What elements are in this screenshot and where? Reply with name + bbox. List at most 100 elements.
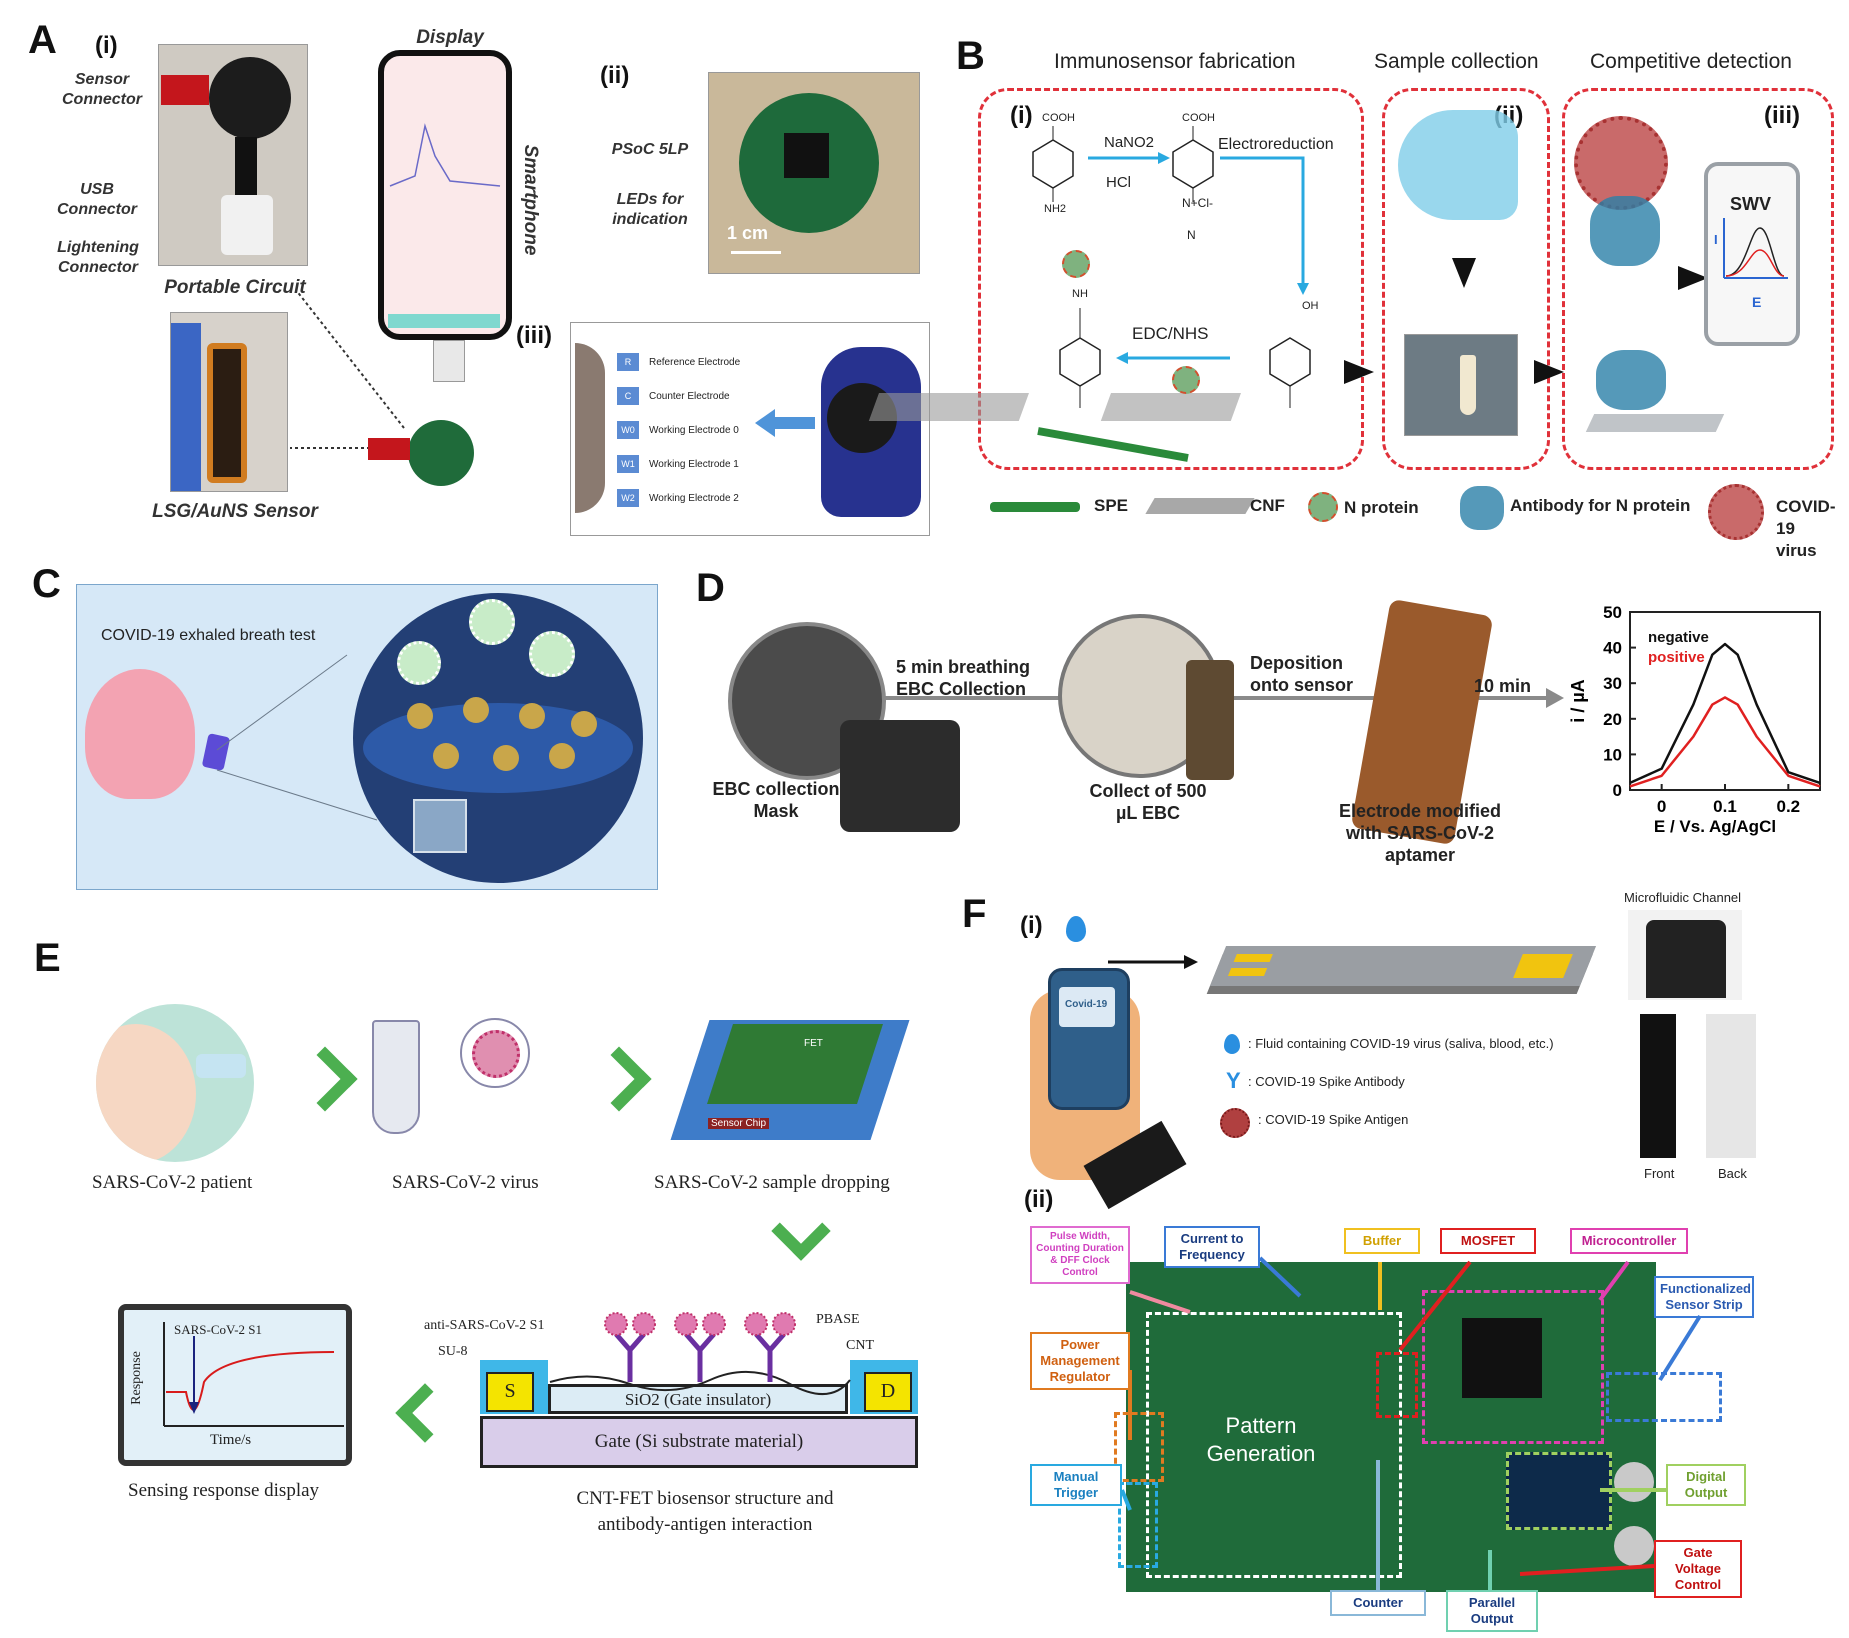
strip-pad-2 <box>1227 968 1268 976</box>
electrode-fan <box>575 343 605 513</box>
device-label: Covid-19 <box>1065 999 1108 1010</box>
sensor-strip <box>207 343 247 483</box>
legend-virus-icon <box>1708 484 1764 540</box>
drain-label: D <box>880 1380 896 1402</box>
label-dropping: SARS-CoV-2 sample dropping <box>654 1172 890 1193</box>
label-structure: CNT-FET biosensor structure and antibody… <box>576 1488 834 1535</box>
panel-a-sub-iii: (iii) <box>516 322 552 349</box>
response-curve <box>163 1322 344 1427</box>
panel-c-box: COVID-19 exhaled breath test <box>76 584 658 890</box>
label-virus: SARS-CoV-2 virus <box>392 1172 539 1193</box>
pattern-label: Pattern Generation <box>1206 1413 1316 1466</box>
legend-antibody-icon <box>1460 486 1504 530</box>
legend-cnf: CNF <box>1250 496 1285 515</box>
tag-functional: Functionalized Sensor Strip <box>1654 1276 1754 1318</box>
panel-b-sub-iii: (iii) <box>1764 102 1800 129</box>
head-icon <box>85 669 195 799</box>
panel-b-letter: B <box>956 34 985 78</box>
phone-display-curve <box>389 123 501 187</box>
microcontroller-region <box>1422 1290 1604 1444</box>
power-region <box>1114 1412 1164 1482</box>
y-tick-label: 40 <box>1603 639 1622 658</box>
gate-label: Gate (Si substrate material) <box>594 1431 804 1452</box>
label-display: Sensing response display <box>128 1480 320 1501</box>
bnc-connector-1 <box>1614 1462 1654 1502</box>
x-tick-label: 0 <box>1657 797 1666 816</box>
y-tick-label: 0 <box>1613 781 1622 800</box>
label-display: Display <box>416 27 484 48</box>
microfluidic-title: Microfluidic Channel <box>1624 890 1742 905</box>
box-detection <box>1562 88 1834 470</box>
swv-label: SWV <box>1730 194 1772 214</box>
phone-bottom-bar <box>388 314 500 328</box>
white-adapter <box>221 195 273 255</box>
chem-hcl: HCl <box>1106 174 1131 191</box>
label-front: Front <box>1644 1166 1675 1181</box>
arrow-black-3 <box>1678 266 1708 290</box>
breath-test-title: COVID-19 exhaled breath test <box>101 627 316 644</box>
psoc-board-photo: 1 cm <box>708 72 920 274</box>
source-pad: S <box>486 1372 534 1412</box>
virus-icon-3 <box>529 631 575 677</box>
ebc-tube <box>1186 660 1234 780</box>
chem-nano2: NaNO2 <box>1104 134 1155 151</box>
tag-current: Current to Frequency <box>1164 1226 1260 1268</box>
legend-cnf-icon <box>1145 498 1255 514</box>
legend-spe-icon <box>990 502 1080 512</box>
tag-buffer: Buffer <box>1344 1228 1420 1254</box>
gold-np-3 <box>519 703 545 729</box>
y-axis-label: i / µA <box>1568 679 1588 722</box>
collect-label: Collect of 500 µL EBC <box>1089 781 1207 823</box>
tag-mosfet: MOSFET <box>1440 1228 1536 1254</box>
label-psoc: PSoC 5LP <box>611 141 689 158</box>
chem-n-plus: N+Cl- <box>1182 196 1214 210</box>
label-usb-connector: USB Connector <box>57 181 137 218</box>
tag-microcontroller: Microcontroller <box>1570 1228 1688 1254</box>
antibody-icon-2 <box>1596 350 1666 410</box>
legend-antibody: Antibody for N protein <box>1510 496 1691 515</box>
detection-strip <box>1585 414 1725 432</box>
tag-parallel: Parallel Output <box>1446 1590 1538 1632</box>
bnc-connector-2 <box>1614 1526 1654 1566</box>
header-sample-collection: Sample collection <box>1374 50 1539 73</box>
panel-a-letter: A <box>28 18 57 62</box>
sensor-chip-label: Sensor Chip <box>708 1118 770 1129</box>
chevron-left-icon <box>395 1383 455 1443</box>
sensor-red-connector <box>368 438 410 460</box>
fluid-drop-icon <box>1066 916 1086 942</box>
chem-n-triple: N <box>1187 228 1196 242</box>
antibody-antigen-drawing <box>549 1312 851 1396</box>
sample-tube-photo <box>1404 334 1518 436</box>
mask-photo <box>840 720 960 832</box>
step1-label: 5 min breathing EBC Collection <box>896 657 1031 699</box>
panel-d-letter: D <box>696 566 725 610</box>
tag-counter: Counter <box>1330 1590 1426 1616</box>
blue-arrow-icon <box>755 409 775 437</box>
chem-nh2: NH2 <box>1044 203 1067 215</box>
step2-label: Deposition onto sensor <box>1250 653 1354 695</box>
y-tick-label: 50 <box>1603 603 1622 622</box>
microcontroller-chip <box>1462 1318 1542 1398</box>
gold-np-4 <box>571 711 597 737</box>
panel-e-letter: E <box>34 936 61 980</box>
y-tick-label: 20 <box>1603 710 1622 729</box>
series-line-negative <box>1629 642 1821 785</box>
swv-i-axis: I <box>1714 232 1718 247</box>
flow-arrowhead <box>1546 688 1564 708</box>
step3-label: 10 min <box>1474 676 1532 696</box>
zoom-circle <box>353 593 643 883</box>
gold-np-5 <box>433 743 459 769</box>
fet-board <box>707 1024 883 1104</box>
box-fabrication <box>978 88 1364 470</box>
black-cable <box>235 137 257 197</box>
tag-power: Power Management Regulator <box>1030 1332 1130 1390</box>
arrow-right-icon <box>1108 955 1198 969</box>
x-tick-label: 0.1 <box>1713 797 1737 816</box>
chem-electroreduction: Electroreduction <box>1218 136 1334 153</box>
label-su8: SU-8 <box>438 1344 468 1359</box>
psoc-chip <box>784 133 829 178</box>
